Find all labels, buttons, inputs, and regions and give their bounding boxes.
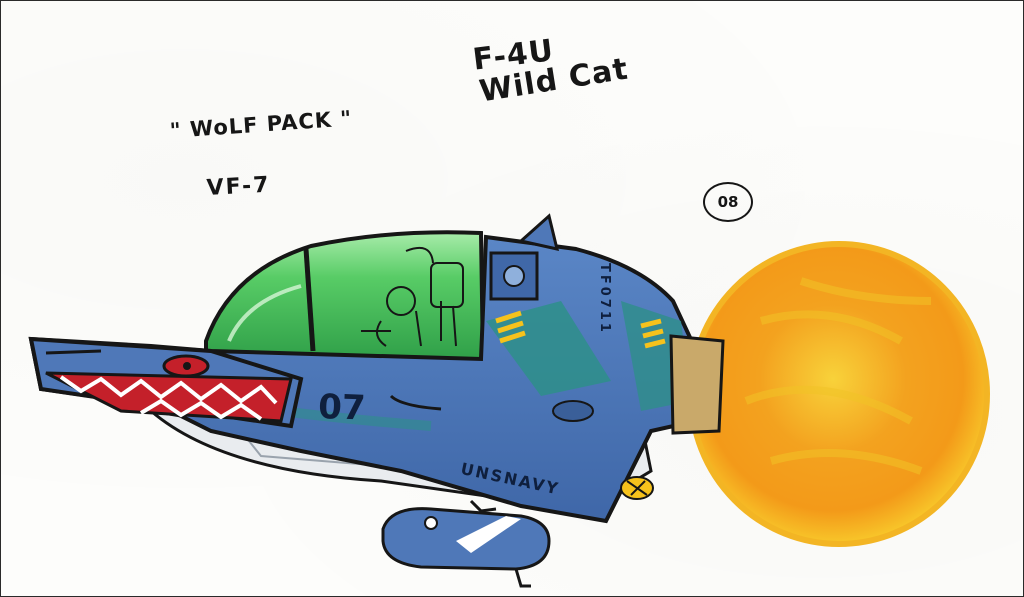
side-number: 07 <box>317 387 367 429</box>
fuselage <box>28 213 725 524</box>
sheet-number-badge: 08 <box>703 182 753 222</box>
cockpit-canopy <box>204 230 486 364</box>
shark-mouth-nose <box>28 336 304 429</box>
fin-serial: TF0711 <box>597 263 612 335</box>
engine-exhaust-flame <box>688 241 990 547</box>
underwing-pod <box>381 499 551 588</box>
squadron-code: VF-7 <box>206 172 272 201</box>
pilot-sketch <box>361 247 464 347</box>
